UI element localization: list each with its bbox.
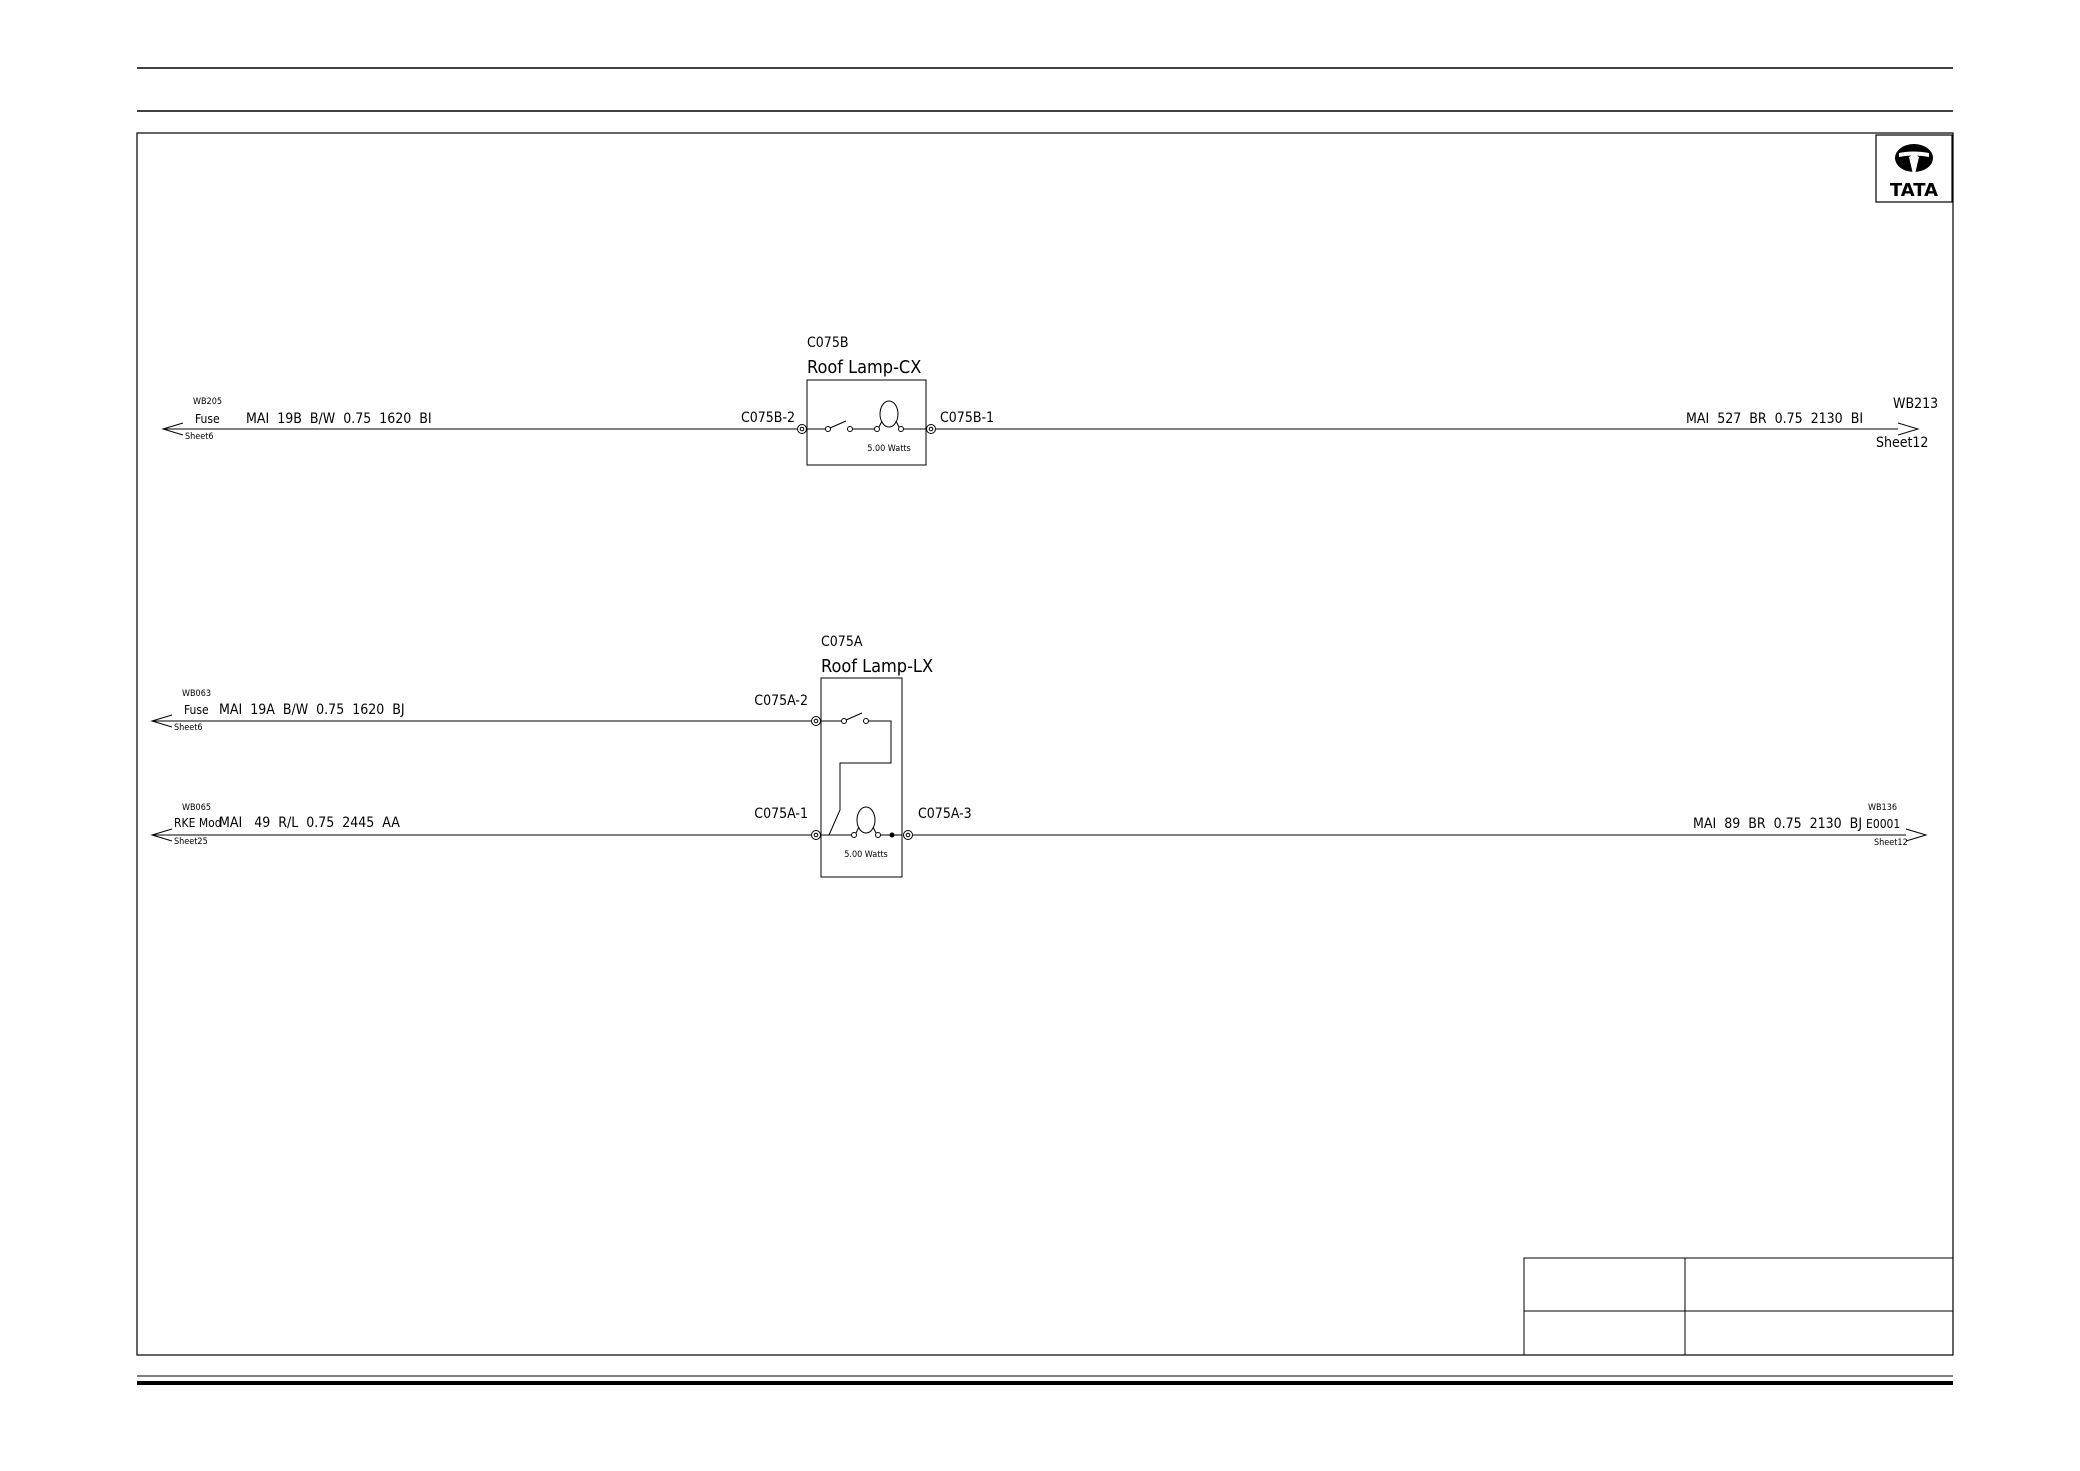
lx-bottom-wire-spec: MAI 49 R/L 0.75 2445 AA [219, 815, 400, 831]
drawing-frame [136, 132, 1954, 1356]
lx-switch-icon [841, 712, 869, 724]
lx-bottom-terminal-label: RKE Mod [174, 816, 222, 830]
lx-right-terminal-arrow-icon [1905, 828, 1928, 842]
cx-switch-icon [825, 420, 853, 432]
lx-top-terminal-label: Fuse [184, 703, 209, 717]
tata-logo-emblem-icon [1895, 144, 1933, 172]
cx-left-terminal-label: Fuse [195, 412, 220, 426]
lx-bottom-terminal-id: WB065 [182, 803, 211, 813]
lx-pin-left-label: C075A-1 [754, 806, 808, 822]
lx-bottom-terminal-sheet: Sheet25 [174, 837, 208, 847]
lx-pin-right-label: C075A-3 [918, 806, 972, 822]
cx-right-wire-spec: MAI 527 BR 0.75 2130 BI [1686, 411, 1863, 427]
cx-left-wire-spec: MAI 19B B/W 0.75 1620 BI [246, 411, 432, 427]
lx-right-terminal-id: WB136 [1868, 803, 1897, 813]
tata-logo-text: TATA [1890, 180, 1938, 201]
cx-pin-right-connector-icon [926, 424, 936, 434]
lx-right-terminal-label: E0001 [1866, 817, 1900, 831]
lx-top-terminal-sheet: Sheet6 [174, 723, 203, 733]
lx-junction-dot [889, 832, 895, 838]
lx-wattage: 5.00 Watts [844, 850, 888, 860]
cx-component-id: C075B [807, 335, 848, 351]
lx-switch-return-path [828, 720, 892, 836]
lx-pin-left-connector-icon [811, 830, 821, 840]
lx-right-wire-spec: MAI 89 BR 0.75 2130 BJ [1693, 816, 1862, 832]
cx-pin-left-label: C075B-2 [741, 410, 795, 426]
circuit-roof-lamp-lx: WB063 Fuse Sheet6 MAI 19A B/W 0.75 1620 … [150, 634, 1928, 878]
lx-top-wire-spec: MAI 19A B/W 0.75 1620 BJ [219, 702, 405, 718]
cx-component-box [806, 379, 927, 466]
lx-component-id: C075A [821, 634, 863, 650]
cx-right-terminal-arrow-icon [1897, 422, 1920, 436]
lx-pin-top-connector-icon [811, 716, 821, 726]
cx-pin-left-connector-icon [797, 424, 807, 434]
cx-left-terminal-id: WB205 [193, 397, 222, 407]
circuit-roof-lamp-cx: WB205 Fuse Sheet6 MAI 19B B/W 0.75 1620 … [161, 335, 1938, 466]
lx-pin-right-connector-icon [903, 830, 913, 840]
lx-component-name: Roof Lamp-LX [821, 656, 933, 677]
cx-pin-right-label: C075B-1 [940, 410, 994, 426]
lx-component-box [820, 677, 903, 878]
lx-right-terminal-sheet: Sheet12 [1874, 838, 1908, 848]
cx-component-name: Roof Lamp-CX [807, 357, 921, 378]
cx-right-terminal-sheet: Sheet12 [1876, 435, 1928, 451]
lx-lamp-icon [851, 806, 881, 838]
cx-wattage: 5.00 Watts [867, 444, 911, 454]
title-block [1523, 1257, 1954, 1356]
lx-pin-top-label: C075A-2 [754, 693, 808, 709]
cx-right-terminal-id: WB213 [1893, 396, 1938, 412]
lx-top-terminal-id: WB063 [182, 689, 211, 699]
cx-lamp-icon [874, 400, 904, 432]
tata-logo: TATA [1875, 134, 1953, 203]
cx-left-terminal-sheet: Sheet6 [185, 432, 214, 442]
